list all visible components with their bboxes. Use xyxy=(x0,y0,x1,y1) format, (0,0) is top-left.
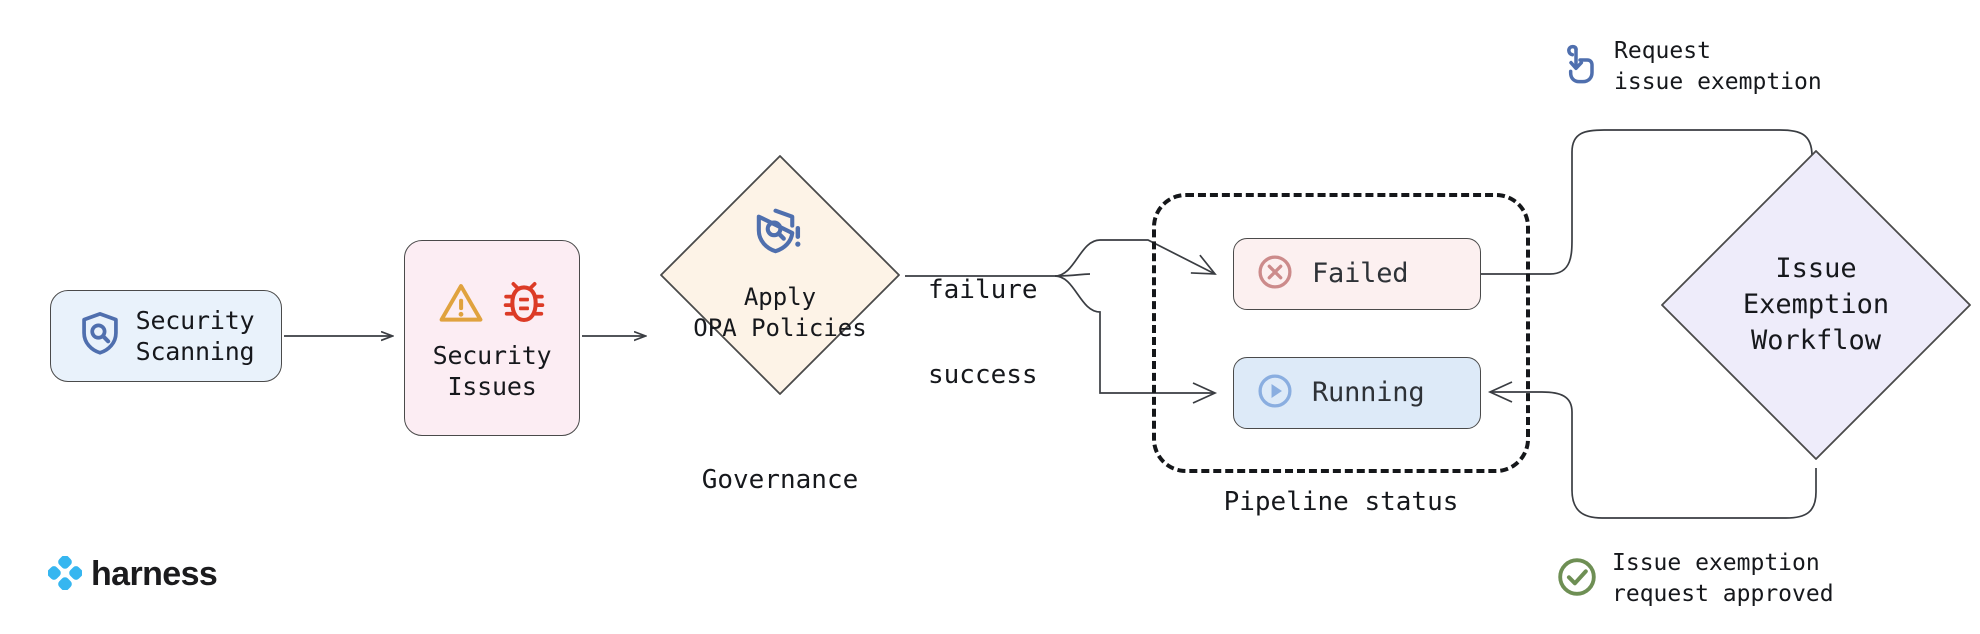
check-circle-icon xyxy=(1556,556,1598,602)
caption-pipeline-status: Pipeline status xyxy=(1223,487,1459,517)
node-security-issues-label: Security Issues xyxy=(432,340,552,402)
shield-scan-alert-icon xyxy=(754,206,806,264)
edge-exemption-to-running xyxy=(1487,381,1817,519)
harness-diamond-logo-icon xyxy=(47,554,83,594)
diamond-shape xyxy=(660,155,900,395)
node-apply-opa-policies[interactable]: Apply OPA Policies xyxy=(655,150,905,400)
edge-failure-to-failed xyxy=(1054,239,1217,277)
x-circle-icon xyxy=(1256,253,1294,295)
node-status-failed-label: Failed xyxy=(1312,257,1409,289)
edge-label-success: success xyxy=(928,360,1038,390)
annotation-request-issue-exemption: Request issue exemption xyxy=(1560,36,1822,97)
play-circle-icon xyxy=(1256,372,1294,414)
tap-hand-icon xyxy=(1560,43,1600,91)
edge-label-failure: failure xyxy=(928,275,1038,305)
edge-failed-to-exemption xyxy=(1481,129,1833,275)
diamond-shape xyxy=(1661,150,1971,460)
node-security-issues[interactable]: Security Issues xyxy=(404,240,580,436)
edge-success-to-running xyxy=(1054,275,1218,404)
node-status-running[interactable]: Running xyxy=(1233,357,1481,429)
annotation-approved-text: Issue exemption request approved xyxy=(1612,550,1834,607)
harness-wordmark: harness xyxy=(91,555,218,593)
security-issue-icons xyxy=(438,280,546,330)
node-security-scanning[interactable]: Security Scanning xyxy=(50,290,282,382)
harness-logo: harness xyxy=(47,554,218,594)
node-security-scanning-label: Security Scanning xyxy=(135,305,255,367)
shield-scan-icon xyxy=(78,311,122,361)
warning-triangle-icon xyxy=(438,281,484,329)
annotation-request-text: Request issue exemption xyxy=(1614,38,1822,95)
node-issue-exemption-workflow[interactable]: Issue Exemption Workflow xyxy=(1655,144,1977,466)
caption-governance: Governance xyxy=(701,465,859,495)
annotation-issue-exemption-approved: Issue exemption request approved xyxy=(1556,548,1834,609)
node-status-running-label: Running xyxy=(1312,376,1425,408)
bug-icon xyxy=(502,280,546,330)
group-pipeline-status xyxy=(1152,193,1530,473)
node-status-failed[interactable]: Failed xyxy=(1233,238,1481,310)
